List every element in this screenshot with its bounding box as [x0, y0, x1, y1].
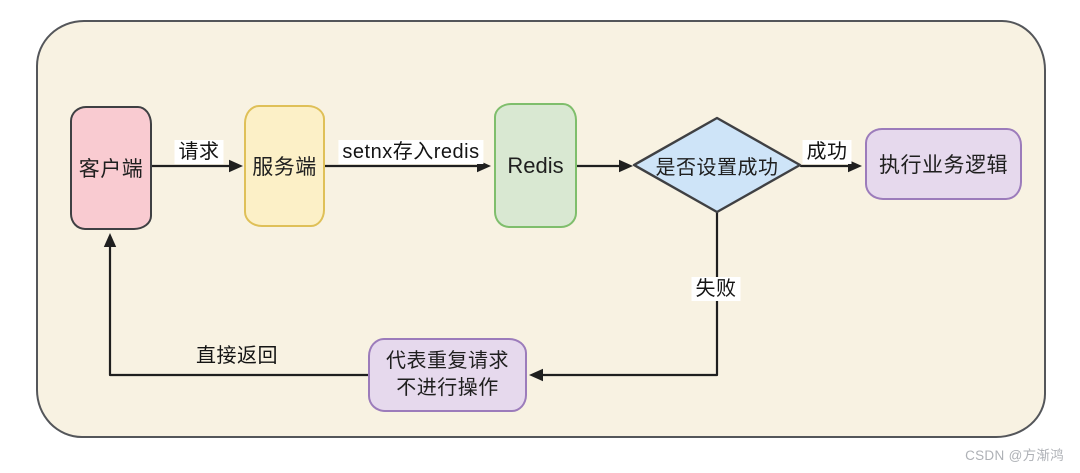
- edge-label-success: 成功: [802, 140, 852, 164]
- node-client: 客户端: [70, 106, 152, 230]
- edge-label-fail: 失败: [691, 277, 741, 301]
- node-server: 服务端: [244, 105, 325, 227]
- node-redis: Redis: [494, 103, 577, 228]
- edge-label-request: 请求: [174, 140, 224, 164]
- node-decision: 是否设置成功: [634, 118, 800, 212]
- watermark: CSDN @方渐鸿: [965, 448, 1064, 463]
- node-execute-label: 执行业务逻辑: [879, 154, 1008, 177]
- node-duplicate-request: 代表重复请求 不进行操作: [368, 338, 527, 412]
- edge-label-direct-return: 直接返回: [196, 345, 278, 367]
- node-duplicate-label-line2: 不进行操作: [396, 377, 499, 399]
- diagram-frame: [36, 20, 1046, 438]
- node-redis-label: Redis: [507, 152, 564, 178]
- node-execute-business-logic: 执行业务逻辑: [865, 128, 1022, 200]
- node-client-label: 客户端: [78, 158, 144, 181]
- node-server-label: 服务端: [252, 156, 317, 179]
- node-duplicate-label-line1: 代表重复请求: [386, 350, 509, 372]
- node-decision-label: 是否设置成功: [655, 156, 779, 179]
- edge-label-setnx: setnx存入redis: [338, 140, 484, 164]
